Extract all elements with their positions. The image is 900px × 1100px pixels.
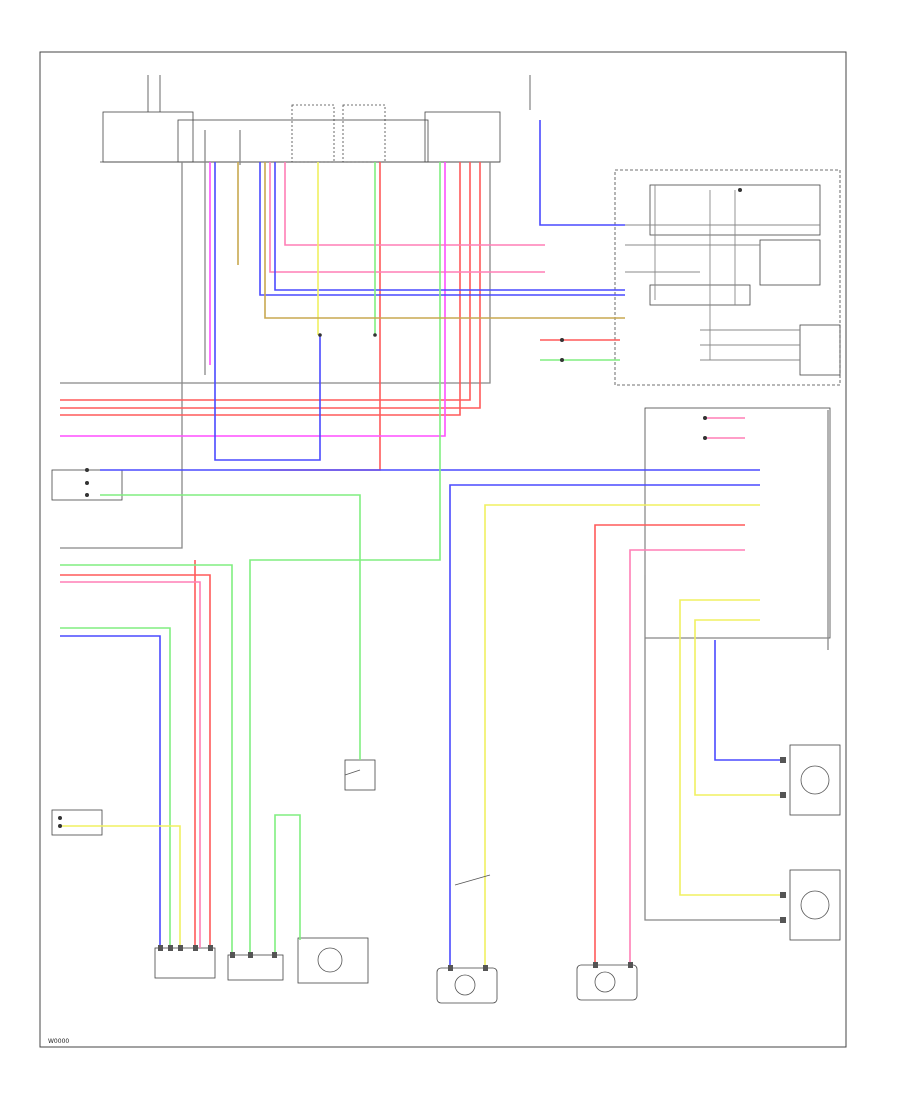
diagram-frame: [39, 51, 847, 1048]
terminal-dots: [58, 188, 742, 828]
pin-squares: [158, 757, 786, 971]
sensor-symbols: [317, 765, 830, 996]
control-module-boxes: [614, 169, 841, 941]
gray-wires: [60, 130, 829, 921]
blue-wires: [60, 120, 780, 970]
green-wires: [60, 162, 620, 955]
top-junction-block: [100, 75, 531, 163]
bottom-connectors: [51, 469, 638, 1004]
pink-wires: [60, 162, 745, 965]
relay-lines: [625, 185, 820, 361]
page-id: W0000: [48, 1038, 70, 1045]
red-wires: [60, 162, 745, 965]
yellow-wires: [60, 162, 780, 970]
tan-wires: [237, 162, 625, 319]
magenta-wires: [60, 162, 446, 437]
